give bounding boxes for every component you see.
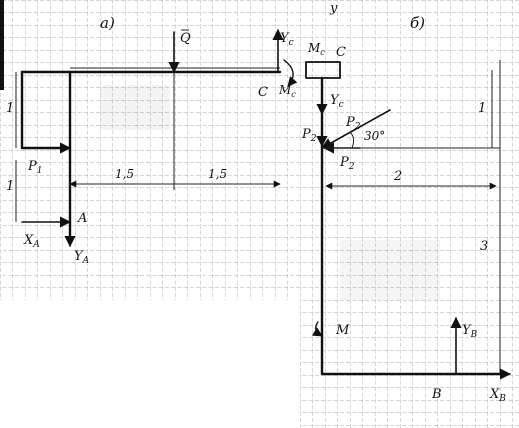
label-y-axis: y [329,1,338,16]
label-C-left: C [258,85,268,100]
label-Yc-left: Yc [280,31,294,48]
label-Q: Q [180,31,191,46]
dim-15-right: 1,5 [208,167,227,181]
panel-a-label: а) [100,14,115,32]
label-A: A [77,211,87,226]
dim-15-left: 1,5 [115,167,134,181]
label-Yc-right: Yc [330,93,344,110]
label-Mc-right: Mc [307,41,325,57]
label-angle: 30° [364,129,385,143]
panel-b: б) y Mc C Yc P2 30° P2 P2 1 2 3 [301,1,512,404]
label-P2-second: P2 [339,155,355,172]
panel-a: а) Q Yc C Mc 1 P1 1 1,5 1,5 A [6,14,298,266]
panel-b-label: б) [410,14,425,32]
dim-two: 2 [393,169,402,184]
label-P2-prime: P2 [301,127,317,144]
label-YB: YB [462,323,478,340]
scan-edge [0,0,4,90]
label-P2: P2 [345,115,361,132]
label-C-right: C [336,45,346,60]
label-Mc-left: Mc [278,83,296,99]
dim-one-mid: 1 [6,179,14,194]
label-P1: P1 [27,159,42,176]
dim-three: 3 [480,239,488,254]
label-XA: XA [23,233,40,250]
label-B: B [431,387,442,402]
label-YA: YA [74,249,90,266]
label-M: M [335,323,350,338]
dim-one-top: 1 [6,101,14,116]
label-XB: XB [489,387,506,404]
dim-one-right: 1 [478,101,486,116]
